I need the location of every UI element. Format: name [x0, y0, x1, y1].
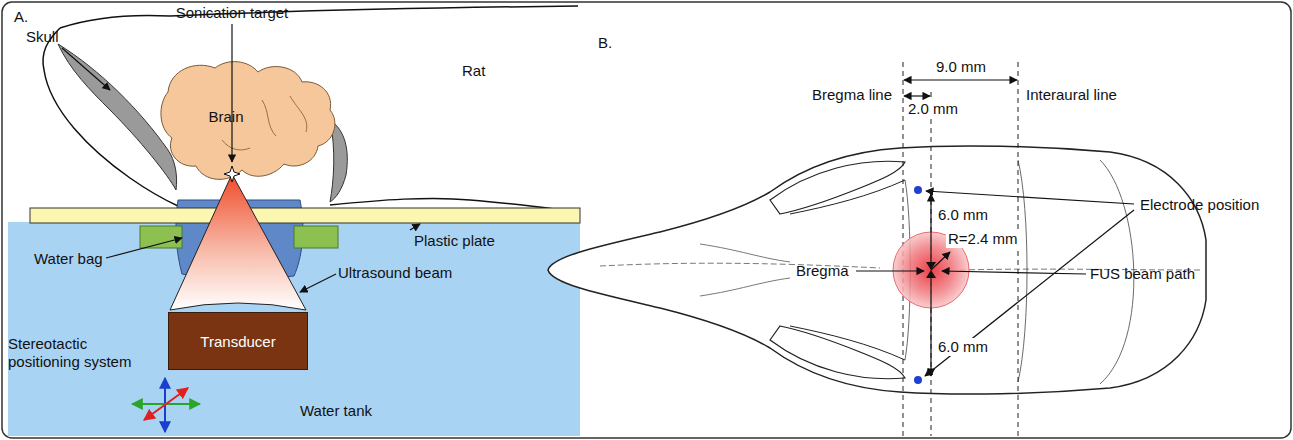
annotation-label: Skull: [26, 28, 59, 46]
annotation-label: Sonication target: [176, 4, 289, 22]
node-label: Transducer: [200, 333, 275, 350]
annotation-label: Stereotactic positioning system: [8, 335, 148, 371]
annotation-label: Water bag: [34, 250, 103, 268]
annotation-label: Bregma: [796, 262, 849, 280]
panel-letter: B.: [598, 34, 612, 52]
annotation-label: 2.0 mm: [906, 100, 960, 118]
annotation-label: 6.0 mm: [936, 206, 990, 224]
annotation-label: 9.0 mm: [936, 58, 986, 76]
annotation-label: Ultrasound beam: [338, 264, 452, 282]
annotation-label: 6.0 mm: [936, 338, 990, 356]
annotation-label: Water tank: [300, 402, 372, 420]
panel-letter: A.: [14, 8, 28, 26]
annotation-label: Electrode position: [1140, 196, 1259, 214]
annotation-label: Interaural line: [1026, 86, 1117, 104]
annotation-label: Brain: [208, 108, 243, 126]
annotation-label: FUS beam path: [1090, 265, 1195, 283]
annotation-label: R=2.4 mm: [946, 230, 1020, 248]
annotation-label: Rat: [462, 62, 485, 80]
annotation-label: Bregma line: [812, 86, 892, 104]
transducer-block: Transducer: [168, 312, 308, 370]
annotation-label: Plastic plate: [414, 232, 495, 250]
